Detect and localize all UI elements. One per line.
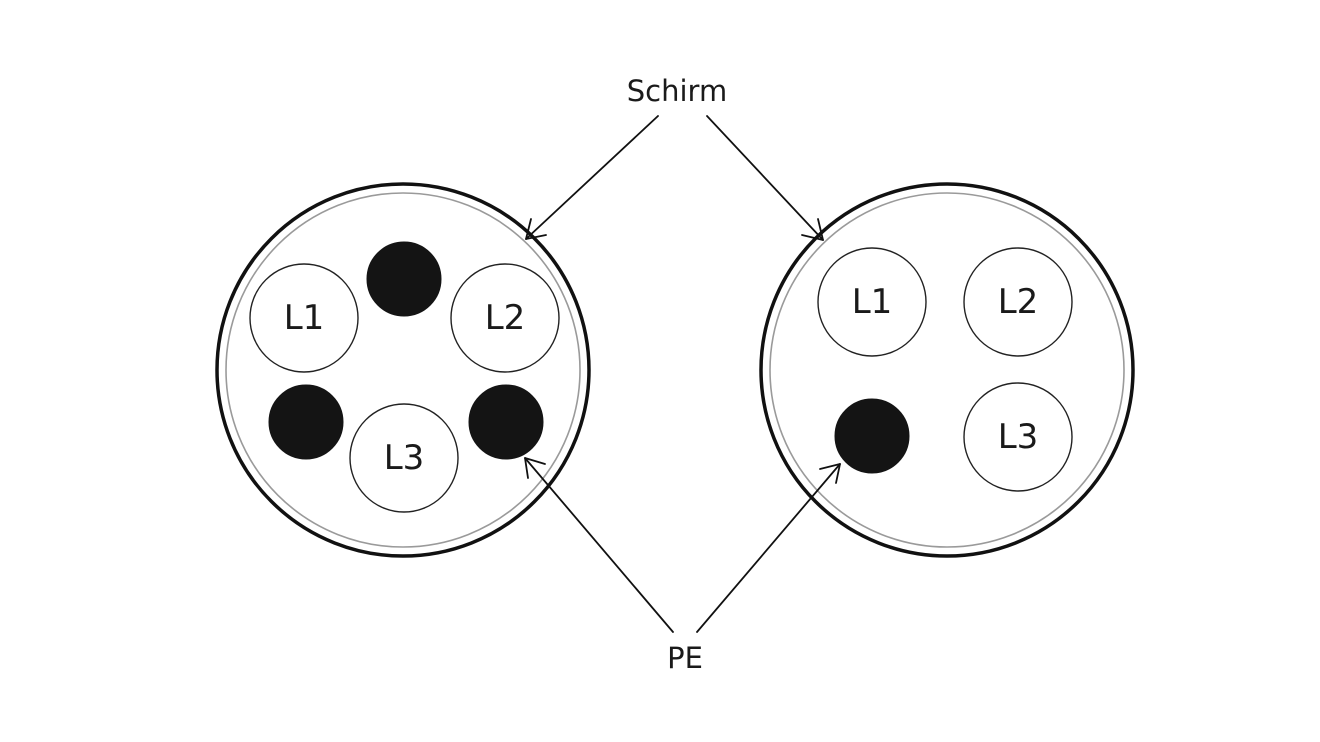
cable-right-shield-ring	[769, 192, 1125, 548]
cable-left-pe-conductor-right	[468, 384, 544, 460]
cable-left-conductor-l2: L2	[450, 263, 560, 373]
cable-right-conductor-l2-label: L2	[998, 282, 1039, 322]
cable-right-conductor-l1: L1	[817, 247, 927, 357]
cable-right: L1 L2 L3	[759, 182, 1135, 558]
cable-right-pe-conductor	[834, 398, 910, 474]
cable-left-shield-ring	[225, 192, 581, 548]
cable-left-conductor-l2-label: L2	[485, 298, 526, 338]
cable-left-conductor-l3: L3	[349, 403, 459, 513]
cable-left-pe-conductor-top	[366, 241, 442, 317]
cable-left: L1 L2 L3	[215, 182, 591, 558]
cable-left-pe-conductor-left	[268, 384, 344, 460]
pe-callout-arrow-right	[696, 463, 841, 633]
cable-left-conductor-l1: L1	[249, 263, 359, 373]
cable-right-conductor-l3-label: L3	[998, 417, 1039, 457]
shield-callout-arrow-right	[706, 115, 824, 241]
cable-right-conductor-l2: L2	[963, 247, 1073, 357]
pe-callout-label: PE	[667, 641, 703, 675]
cable-right-outer-sheath	[759, 182, 1135, 558]
cable-right-conductor-l3: L3	[963, 382, 1073, 492]
cable-left-conductor-l3-label: L3	[384, 438, 425, 478]
pe-callout-arrow-left	[524, 457, 674, 633]
shield-callout-arrow-left	[525, 115, 659, 240]
shield-callout-label: Schirm	[627, 74, 727, 108]
cable-right-conductor-l1-label: L1	[852, 282, 893, 322]
cable-left-conductor-l1-label: L1	[284, 298, 325, 338]
